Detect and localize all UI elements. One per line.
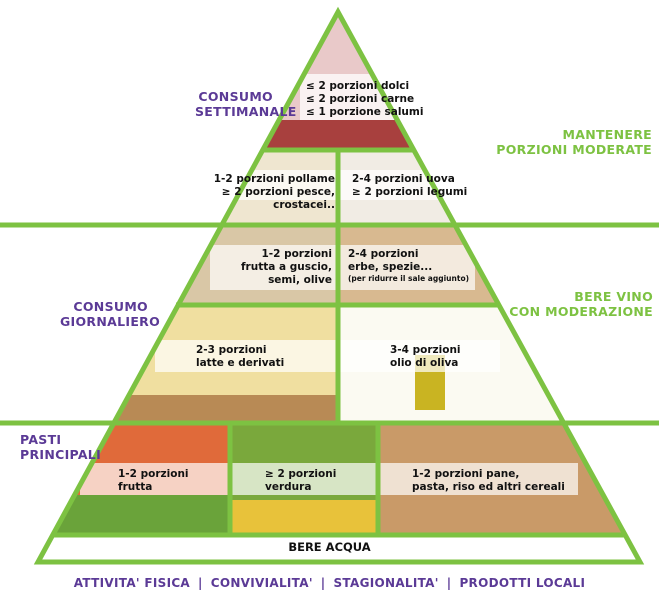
tier-line: 3-4 porzioni bbox=[390, 344, 461, 356]
label-wine-moderation: BERE VINO CON MODERAZIONE bbox=[480, 289, 653, 319]
tier-herbs-spices: 2-4 porzioni erbe, spezie... (per ridurr… bbox=[348, 248, 469, 283]
label-line: PORZIONI MODERATE bbox=[496, 142, 652, 157]
tier-line: olio di oliva bbox=[390, 357, 459, 369]
pyramid-outline bbox=[33, 6, 645, 565]
tier-fruit: 1-2 porzioni frutta bbox=[118, 468, 189, 494]
label-line: MANTENERE bbox=[562, 127, 652, 142]
footer-item: ATTIVITA' FISICA bbox=[73, 576, 191, 590]
tier-note: (per ridurre il sale aggiunto) bbox=[348, 274, 470, 283]
tier-line: 2-4 porzioni uova bbox=[352, 173, 455, 185]
tier-cereals: 1-2 porzioni pane, pasta, riso ed altri … bbox=[412, 468, 565, 494]
tier-line: ≥ 2 porzioni pesce, crostacei.. bbox=[221, 186, 335, 211]
label-weekly-consumption: CONSUMO SETTIMANALE bbox=[195, 89, 297, 119]
tier-line: 2-3 porzioni bbox=[196, 344, 267, 356]
tier-line: frutta a guscio, bbox=[240, 261, 332, 273]
tier-vegetables: ≥ 2 porzioni verdura bbox=[265, 468, 336, 494]
footer-principles: ATTIVITA' FISICA | CONVIVIALITA' | STAGIONAL… bbox=[0, 576, 659, 590]
footer-separator: | bbox=[320, 576, 326, 590]
tier-nuts: 1-2 porzioni frutta a guscio, semi, oliv… bbox=[230, 248, 332, 287]
tier-water: BERE ACQUA bbox=[288, 540, 371, 554]
label-line: SETTIMANALE bbox=[195, 104, 297, 119]
tier-line: 1-2 porzioni pane, bbox=[412, 468, 520, 480]
label-line: PASTI bbox=[20, 432, 62, 447]
label-line: BERE VINO bbox=[574, 289, 653, 304]
tier-line: verdura bbox=[265, 481, 312, 493]
tier-line: ≥ 2 porzioni legumi bbox=[352, 186, 468, 198]
tier-eggs-legumes: 2-4 porzioni uova ≥ 2 porzioni legumi bbox=[352, 173, 467, 199]
tier-line: ≤ 2 porzioni carne bbox=[306, 93, 415, 105]
label-line: CON MODERAZIONE bbox=[509, 304, 653, 319]
label-main-meals: PASTI PRINCIPALI bbox=[20, 432, 101, 462]
tier-sweets-meat: ≤ 2 porzioni dolci ≤ 2 porzioni carne ≤ … bbox=[306, 80, 423, 119]
tier-olive-oil: 3-4 porzioni olio di oliva bbox=[390, 344, 461, 370]
tier-line: ≤ 1 porzione salumi bbox=[306, 106, 424, 118]
tier-dairy: 2-3 porzioni latte e derivati bbox=[196, 344, 284, 370]
tier-poultry-fish: 1-2 porzioni pollame ≥ 2 porzioni pesce,… bbox=[158, 173, 335, 212]
footer-item: CONVIVIALITA' bbox=[210, 576, 313, 590]
footer-item: PRODOTTI LOCALI bbox=[459, 576, 586, 590]
tier-line: 1-2 porzioni bbox=[118, 468, 189, 480]
label-line: CONSUMO bbox=[73, 299, 148, 314]
tier-line: erbe, spezie... bbox=[348, 261, 433, 273]
tier-line: latte e derivati bbox=[196, 357, 285, 369]
label-line: CONSUMO bbox=[198, 89, 273, 104]
label-moderate-portions: MANTENERE PORZIONI MODERATE bbox=[480, 127, 652, 157]
label-daily-consumption: CONSUMO GIORNALIERO bbox=[60, 299, 161, 329]
tier-line: 2-4 porzioni bbox=[348, 248, 419, 260]
tier-line: pasta, riso ed altri cereali bbox=[412, 481, 565, 493]
tier-line: 1-2 porzioni bbox=[261, 248, 332, 260]
footer-separator: | bbox=[446, 576, 452, 590]
tier-line: ≥ 2 porzioni bbox=[265, 468, 337, 480]
tier-line: ≤ 2 porzioni dolci bbox=[306, 80, 410, 92]
footer-item: STAGIONALITA' bbox=[333, 576, 439, 590]
footer-separator: | bbox=[198, 576, 203, 590]
tier-line: 1-2 porzioni pollame bbox=[213, 173, 335, 185]
tier-line: semi, olive bbox=[268, 274, 332, 286]
label-line: GIORNALIERO bbox=[60, 314, 161, 329]
label-line: PRINCIPALI bbox=[20, 447, 102, 462]
tier-line: frutta bbox=[118, 481, 153, 493]
